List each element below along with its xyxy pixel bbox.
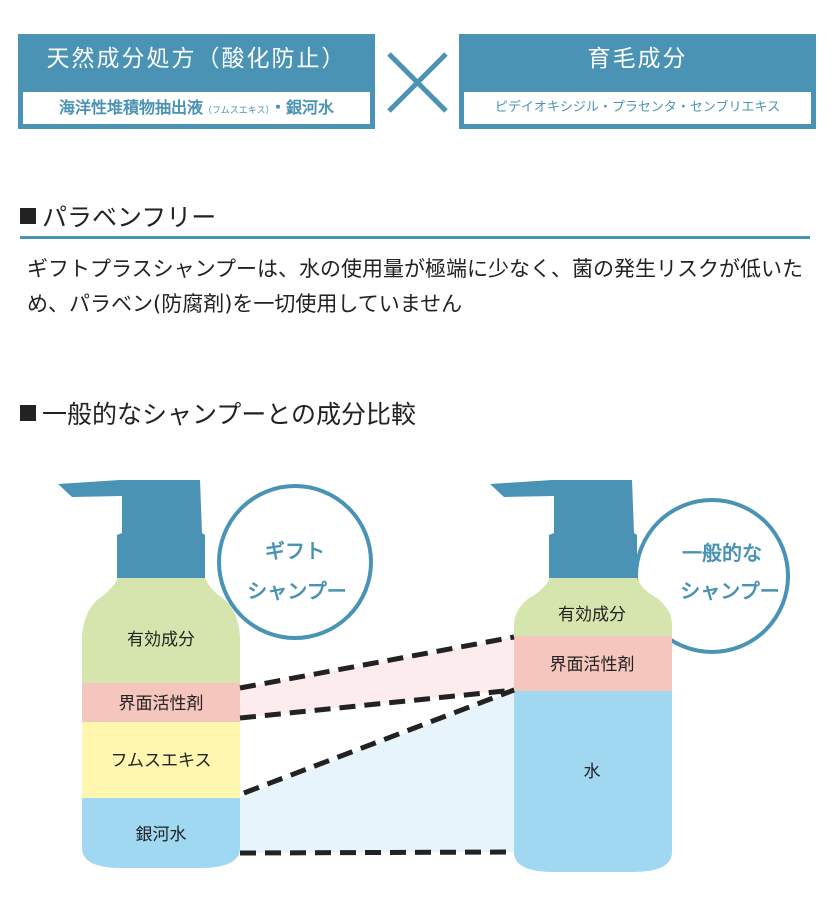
gift-humus-layer bbox=[82, 722, 240, 798]
water-band bbox=[240, 690, 514, 853]
gift-layer-label: フムスエキス bbox=[111, 751, 212, 771]
dashed-connector bbox=[243, 687, 515, 796]
dashed-connector bbox=[239, 687, 515, 721]
general-label-line1: 一般的な bbox=[682, 541, 762, 565]
square-bullet-icon bbox=[20, 208, 36, 224]
gift-layer-label: 銀河水 bbox=[136, 825, 187, 845]
compare-heading: 一般的なシャンプーとの成分比較 bbox=[20, 395, 416, 431]
gift-label-line2: シャンプー bbox=[247, 579, 346, 603]
dashed-connector bbox=[239, 849, 515, 856]
ingredient-main: 海洋性堆積物抽出液 bbox=[59, 98, 204, 117]
ingredient-note: （フムスエキス） bbox=[203, 106, 270, 116]
gift-label-circle bbox=[217, 484, 373, 640]
hair-growth-list: ピデイオキシジル・プラセンタ・センブリエキス bbox=[464, 92, 811, 124]
paraben-heading-text: パラベンフリー bbox=[42, 203, 217, 232]
general-bottle-top bbox=[514, 578, 672, 636]
general-layer-label: 有効成分 bbox=[558, 605, 626, 625]
natural-ingredients-box: 天然成分処方（酸化防止） 海洋性堆積物抽出液（フムスエキス）・銀河水 bbox=[18, 34, 375, 129]
general-pump-icon bbox=[490, 480, 637, 578]
ingredient-tail: ・銀河水 bbox=[269, 98, 334, 117]
surfactant-band bbox=[240, 637, 514, 718]
gift-pump-icon bbox=[58, 480, 205, 578]
cross-icon bbox=[387, 52, 448, 113]
general-surfactant-layer bbox=[514, 636, 672, 691]
natural-ingredients-title: 天然成分処方（酸化防止） bbox=[46, 46, 347, 72]
general-layer-label: 水 bbox=[584, 762, 601, 782]
gift-layer-label: 界面活性剤 bbox=[119, 694, 204, 714]
natural-ingredients-list: 海洋性堆積物抽出液（フムスエキス）・銀河水 bbox=[23, 92, 370, 124]
paraben-text: ギフトプラスシャンプーは、水の使用量が極端に少なく、菌の発生リスクが低いため、パ… bbox=[27, 257, 803, 316]
paraben-heading: パラベンフリー bbox=[20, 198, 216, 234]
general-label-line2: シャンプー bbox=[680, 579, 779, 603]
square-bullet-icon bbox=[20, 405, 36, 421]
hair-growth-box: 育毛成分 ピデイオキシジル・プラセンタ・センブリエキス bbox=[459, 34, 816, 129]
general-layer-label: 界面活性剤 bbox=[550, 655, 635, 675]
dashed-connector bbox=[239, 634, 515, 691]
general-water-layer bbox=[514, 691, 672, 872]
compare-heading-text: 一般的なシャンプーとの成分比較 bbox=[42, 400, 417, 429]
gift-surfactant-layer bbox=[82, 683, 240, 722]
divider bbox=[20, 236, 810, 239]
gift-bottle-top bbox=[82, 578, 240, 683]
gift-layer-label: 有効成分 bbox=[127, 630, 195, 650]
hair-growth-title: 育毛成分 bbox=[587, 46, 688, 72]
gift-water-layer bbox=[82, 798, 240, 868]
gift-label-line1: ギフト bbox=[265, 539, 325, 563]
